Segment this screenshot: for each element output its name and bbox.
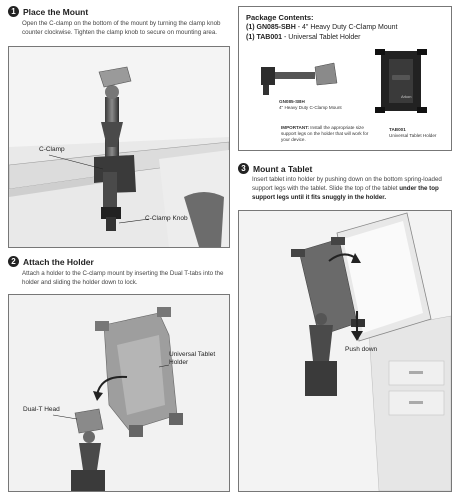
step2-title: Attach the Holder — [23, 256, 94, 267]
step3-text: Insert tablet into holder by pushing dow… — [252, 176, 452, 203]
label-dual-t-head: Dual-T Head — [23, 406, 60, 413]
label-universal-holder: Universal Tablet Holder — [169, 351, 216, 367]
package-line2-code: (1) TAB001 — [246, 34, 283, 41]
package-panel: Package Contents: (1) GN085-SBH - 4" Hea… — [238, 6, 452, 151]
label-cclamp: C-Clamp — [39, 146, 65, 153]
package-line1-code: (1) GN085-SBH — [246, 24, 296, 31]
step3-number: 3 — [238, 163, 249, 174]
step2-header: 2 Attach the Holder — [8, 256, 94, 267]
package-line1: (1) GN085-SBH - 4" Heavy Duty C-Clamp Mo… — [246, 23, 446, 32]
label-push-down: Push down — [345, 346, 378, 353]
step3-illustration — [239, 211, 451, 491]
package-item1-desc: 4" Heavy Duty C-Clamp Mount — [279, 104, 342, 110]
package-important-label: IMPORTANT: — [281, 125, 309, 130]
package-line2: (1) TAB001 - Universal Tablet Holder — [246, 33, 446, 42]
step1-panel: C-Clamp C-Clamp Knob — [8, 46, 230, 248]
package-title: Package Contents: — [246, 13, 314, 22]
step3-panel: Push down — [238, 210, 452, 492]
step3-title: Mount a Tablet — [253, 163, 313, 174]
step1-number: 1 — [8, 6, 19, 17]
brand-logo: Arkon — [401, 94, 412, 99]
package-item1-caption: GN085-SBH 4" Heavy Duty C-Clamp Mount — [279, 99, 359, 111]
package-line2-desc: - Universal Tablet Holder — [282, 34, 361, 41]
package-item2-caption: TAB001 Universal Tablet Holder — [389, 127, 449, 139]
step3-text-normal: Insert tablet into holder by pushing dow… — [252, 176, 442, 192]
package-line1-desc: - 4" Heavy Duty C-Clamp Mount — [295, 24, 398, 31]
step1-title: Place the Mount — [23, 6, 89, 17]
package-item1-code: GN085-SBH — [279, 99, 305, 104]
step2-panel: Universal Tablet Holder Dual-T Head — [8, 294, 230, 492]
step1-illustration — [9, 47, 229, 247]
package-important: IMPORTANT: Install the appropriate size … — [281, 125, 376, 143]
step1-header: 1 Place the Mount — [8, 6, 88, 17]
step2-text: Attach a holder to the C-clamp mount by … — [22, 270, 224, 286]
step3-header: 3 Mount a Tablet — [238, 163, 312, 174]
package-item2-code: TAB001 — [389, 127, 406, 132]
step1-text: Open the C-clamp on the bottom of the mo… — [22, 20, 221, 36]
step3-text-bold: under the top support legs until it fits… — [252, 184, 439, 201]
step2-illustration — [9, 295, 229, 491]
package-important-text: Install the appropriate size support leg… — [281, 125, 369, 142]
package-items-illustration — [261, 49, 427, 113]
step2-number: 2 — [8, 256, 19, 267]
package-item2-desc: Universal Tablet Holder — [389, 132, 437, 138]
label-cclamp-knob: C-Clamp Knob — [145, 215, 188, 222]
